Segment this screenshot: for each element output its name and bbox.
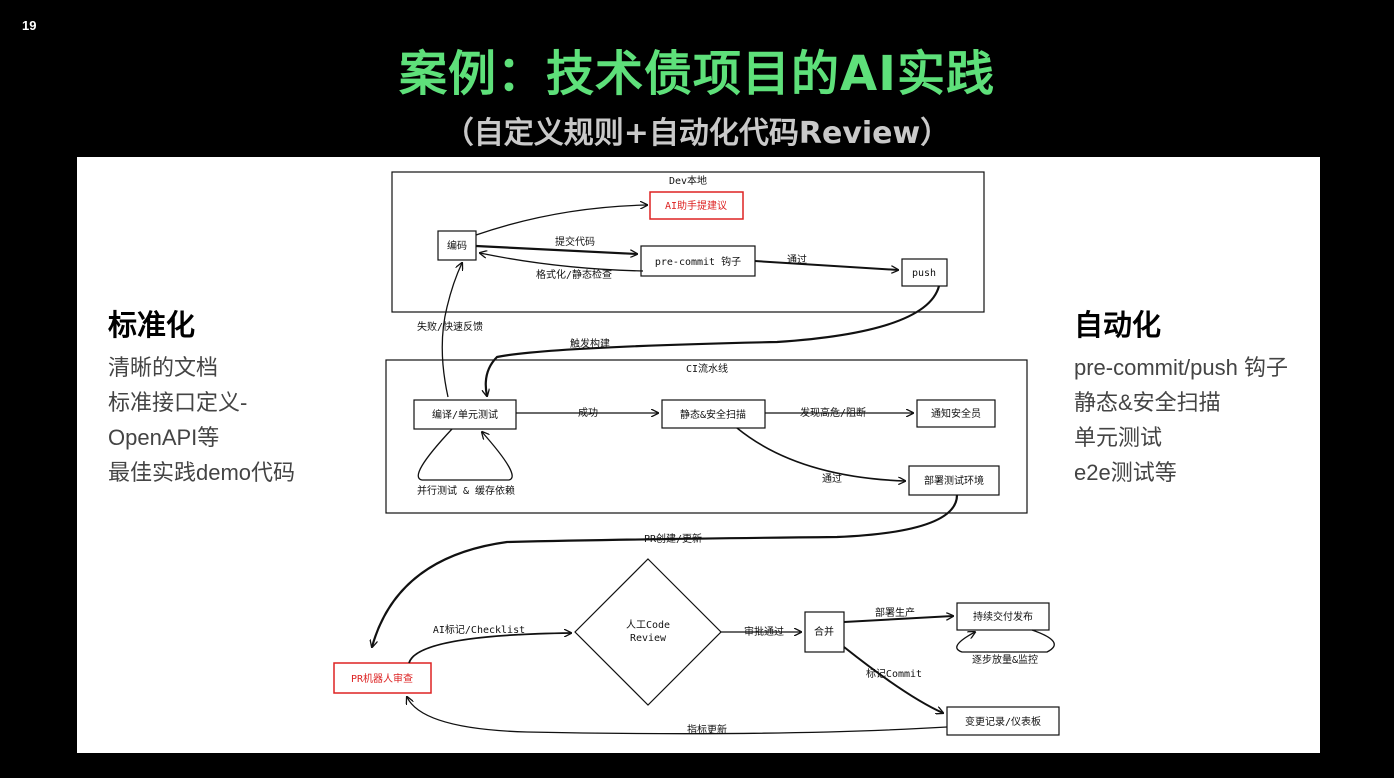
edge-coding-to-ai [475,205,647,236]
push-box [901,258,948,287]
compile-test-label: 编译/单元测试 [432,408,498,421]
standardization-item: OpenAPI等 [108,425,220,450]
pr-bot-label: PR机器人审查 [351,672,413,685]
pass1-label: 通过 [787,253,807,266]
dev-local-group [391,171,985,313]
standardization-column: 标准化 清晰的文档 标准接口定义- OpenAPI等 最佳实践demo代码 [108,302,295,490]
review-label-line2: Review [630,633,667,644]
trigger-build-label: 触发构建 [570,337,610,350]
static-scan-label: 静态&安全扫描 [680,408,746,421]
format-check-label: 格式化/静态检查 [536,268,612,281]
fail-feedback-label: 失败/快速反馈 [417,320,483,333]
deploy-test-box [908,465,1000,496]
edge-fail-feedback [441,263,462,398]
edge-parallel-cache [417,428,513,481]
automation-item: pre-commit/push 钩子 [1074,355,1288,380]
ci-group-label: CI流水线 [686,362,728,375]
coding-label: 编码 [447,239,467,252]
slide-subtitle: （自定义规则+自动化代码Review） [443,116,951,151]
ci-pipeline-group [385,359,1028,514]
notify-security-box [916,399,996,428]
continuous-delivery-box [956,602,1050,631]
edge-pr-create [372,494,959,647]
notify-security-label: 通知安全员 [931,407,981,420]
changelog-label: 变更记录/仪表板 [965,715,1041,728]
ai-checklist-label: AI标记/Checklist [433,624,525,636]
automation-column: 自动化 pre-commit/push 钩子 静态&安全扫描 单元测试 e2e测… [1074,302,1288,490]
metrics-update-label: 指标更新 [687,723,727,736]
edge-metrics-update [407,697,948,735]
edge-pass1 [754,260,898,270]
static-scan-box [661,399,766,429]
deploy-prod-label: 部署生产 [875,606,915,619]
edge-mark-commit [843,646,943,713]
merge-box [804,611,845,653]
standardization-item: 最佳实践demo代码 [108,460,296,485]
slide-title: 案例：技术债项目的AI实践 [398,46,995,102]
pass2-label: 通过 [822,472,842,485]
automation-item: e2e测试等 [1074,460,1177,485]
success-label: 成功 [578,407,598,419]
deploy-test-label: 部署测试环境 [924,474,984,487]
standardization-item: 标准接口定义- [108,390,248,415]
code-review-diamond [574,558,722,706]
workflow-diagram: Dev本地 CI流水线 AI助手提建议 编码 pre-commit 钩子 pus… [333,171,1060,736]
changelog-box [946,706,1060,736]
coding-box [437,230,477,261]
parallel-cache-label: 并行测试 & 缓存依赖 [417,484,515,497]
ai-suggest-label: AI助手提建议 [665,199,727,212]
diagram-panel: Dev本地 CI流水线 AI助手提建议 编码 pre-commit 钩子 pus… [77,157,1320,753]
pr-bot-box [333,662,432,694]
found-high-risk-label: 发现高危/阻断 [800,406,866,419]
ai-suggest-box [649,191,744,220]
approved-label: 审批通过 [744,625,784,638]
submit-code-label: 提交代码 [555,235,595,248]
pr-create-label: PR创建/更新 [644,532,702,545]
mark-commit-label: 标记Commit [866,668,922,680]
standardization-item: 清晰的文档 [108,355,219,380]
dev-group-label: Dev本地 [669,174,707,187]
edge-gradual-monitor [956,629,1055,653]
push-label: push [912,268,936,279]
compile-test-box [413,399,517,430]
automation-item: 静态&安全扫描 [1074,390,1221,415]
automation-heading: 自动化 [1074,308,1162,342]
edge-pass2 [736,427,905,481]
edge-submit-code [475,244,637,254]
precommit-label: pre-commit 钩子 [655,256,741,268]
continuous-delivery-label: 持续交付发布 [973,610,1033,623]
gradual-monitor-label: 逐步放量&监控 [972,653,1038,666]
standardization-heading: 标准化 [108,308,196,342]
review-label-line1: 人工Code [626,619,670,631]
merge-label: 合并 [814,625,834,638]
edge-ai-checklist [408,633,571,664]
page-number: 19 [22,18,37,33]
edge-trigger-build [486,285,941,396]
edge-deploy-prod [843,616,953,623]
edge-format-check [480,253,644,272]
automation-item: 单元测试 [1074,425,1163,450]
